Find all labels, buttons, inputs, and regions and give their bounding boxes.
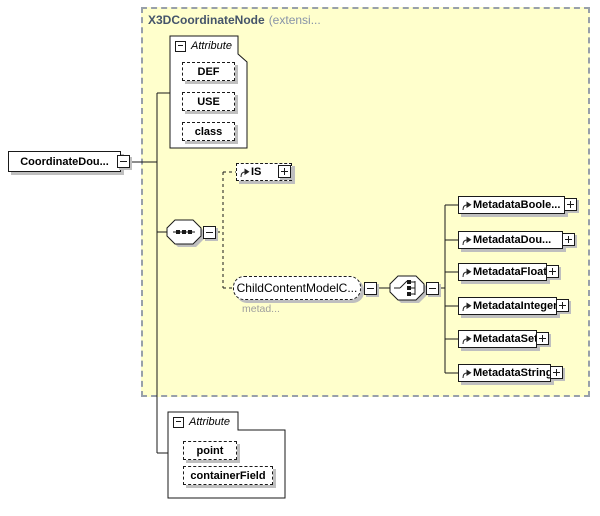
collapse-toggle-attr-bottom[interactable]	[173, 416, 184, 428]
solid-connectors	[130, 92, 458, 454]
attribute-point[interactable]: point	[183, 441, 237, 460]
collapse-toggle-ccm[interactable]	[364, 282, 377, 295]
expand-toggle-metadatainteger[interactable]	[556, 299, 569, 312]
element-metadatastring-label: MetadataString	[473, 367, 551, 379]
extension-base-type-suffix: (extensi...	[268, 13, 321, 27]
element-metadatainteger[interactable]: MetadataInteger	[458, 297, 557, 315]
dashed-connectors	[217, 171, 236, 289]
group-childcontentmodel[interactable]: ChildContentModelC...	[233, 276, 361, 300]
element-reference-icon	[462, 236, 472, 246]
choice-icon	[394, 280, 416, 296]
attr-bottom-header: Attribute	[173, 416, 234, 428]
attribute-use-label: USE	[197, 95, 220, 108]
element-metadatafloat-label: MetadataFloat	[473, 266, 547, 278]
expand-toggle-metadataboolean[interactable]	[564, 198, 577, 211]
element-reference-icon	[462, 268, 472, 278]
attribute-containerfield[interactable]: containerField	[183, 466, 273, 485]
attr-top-header-label: Attribute	[191, 40, 232, 52]
expand-toggle-metadatadouble[interactable]	[562, 233, 575, 246]
element-reference-icon	[462, 201, 472, 211]
element-reference-icon	[240, 168, 250, 178]
element-metadatastring[interactable]: MetadataString	[458, 364, 551, 382]
element-metadatadouble[interactable]: MetadataDou...	[458, 231, 563, 249]
attribute-def-label: DEF	[197, 65, 220, 78]
element-metadataset[interactable]: MetadataSet	[458, 330, 537, 348]
element-metadatainteger-label: MetadataInteger	[473, 300, 557, 312]
element-metadataboolean[interactable]: MetadataBoole...	[458, 196, 565, 214]
extension-base-type-name: X3DCoordinateNode	[148, 13, 265, 27]
sequence-icon	[173, 230, 195, 234]
choice-compositor[interactable]	[389, 275, 427, 303]
element-reference-icon	[462, 335, 472, 345]
collapse-toggle-sequence[interactable]	[203, 226, 216, 239]
element-is-label: IS	[251, 166, 262, 178]
collapse-toggle-attr-top[interactable]	[175, 40, 186, 52]
attribute-use[interactable]: USE	[182, 92, 235, 111]
element-metadataboolean-label: MetadataBoole...	[473, 199, 561, 211]
expand-toggle-metadatastring[interactable]	[550, 366, 563, 379]
attr-bottom-header-label: Attribute	[189, 416, 230, 428]
expand-toggle-metadatafloat[interactable]	[546, 265, 559, 278]
sequence-compositor[interactable]	[166, 219, 204, 247]
element-reference-icon	[462, 302, 472, 312]
expand-toggle-is[interactable]	[278, 165, 291, 178]
expand-toggle-metadataset[interactable]	[536, 332, 549, 345]
element-metadataset-label: MetadataSet	[473, 333, 537, 345]
attr-top-header: Attribute	[175, 40, 236, 52]
element-coordinatedouble[interactable]: CoordinateDou...	[8, 151, 121, 172]
attribute-point-label: point	[196, 444, 224, 457]
extension-base-title: X3DCoordinateNode(extensi...	[148, 13, 321, 27]
collapse-toggle-choice[interactable]	[426, 282, 439, 295]
element-reference-icon	[462, 369, 472, 379]
element-metadatadouble-label: MetadataDou...	[473, 234, 552, 246]
attribute-class-label: class	[194, 125, 223, 138]
group-childcontentmodel-annotation: metad...	[242, 303, 280, 315]
attribute-class[interactable]: class	[182, 122, 235, 141]
element-metadatafloat[interactable]: MetadataFloat	[458, 263, 547, 281]
attribute-def[interactable]: DEF	[182, 62, 235, 81]
element-coordinatedouble-label: CoordinateDou...	[20, 155, 109, 168]
attribute-containerfield-label: containerField	[190, 469, 266, 482]
collapse-toggle-root[interactable]	[117, 155, 130, 168]
group-childcontentmodel-label: ChildContentModelC...	[236, 281, 358, 295]
